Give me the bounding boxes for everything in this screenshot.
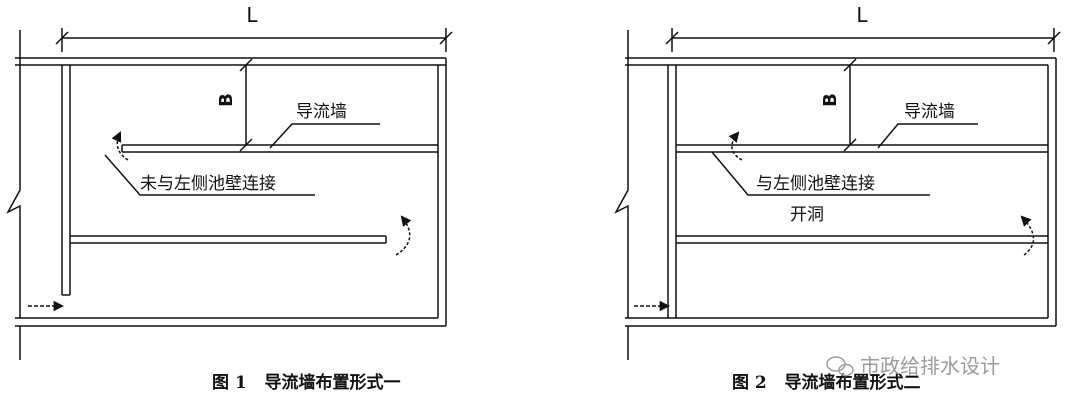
dim-label-l: L: [246, 3, 258, 27]
dim-label-l-2: L: [856, 3, 868, 27]
guide-wall-lower-2: [676, 235, 1048, 244]
wechat-icon: [826, 356, 854, 377]
leader-wall-label-2: [877, 123, 978, 149]
flow-arrow-turn-right: [395, 215, 412, 256]
label-connection: 未与左侧池壁连接: [140, 174, 276, 194]
dimension-line-b: [239, 58, 253, 152]
dimension-line-b-2: [843, 58, 857, 152]
caption-figure-2: 图 2 导流墙布置形式二: [732, 372, 921, 393]
leader-wall-label: [269, 123, 380, 149]
label-guide-wall: 导流墙: [296, 102, 347, 122]
flow-arrow-turn-right-2: [1020, 215, 1035, 256]
figure-2: [614, 28, 1061, 360]
dimension-line-l-2: [665, 28, 1061, 52]
caption-figure-1: 图 1 导流墙布置形式一: [212, 372, 401, 393]
flow-arrow-turn-left: [111, 131, 129, 161]
dim-label-b-2: B: [820, 93, 841, 107]
guide-wall-upper-2: [676, 144, 1048, 153]
tank-walls: [6, 30, 447, 360]
dimension-line-l: [55, 28, 453, 52]
leader-connection-label: [104, 154, 315, 196]
guide-wall-lower: [70, 235, 387, 244]
leader-connection-label-2: [711, 151, 930, 196]
label-guide-wall-2: 导流墙: [904, 102, 955, 122]
dim-label-b: B: [216, 93, 237, 107]
tank-walls-2: [614, 30, 1057, 360]
watermark-text: 市政给排水设计: [860, 354, 1000, 378]
figure-1: [6, 28, 453, 360]
label-connection-2: 与左侧池壁连接: [756, 174, 875, 194]
flow-arrow-turn-left-2: [728, 131, 743, 161]
guide-wall-upper: [121, 144, 438, 153]
label-opening: 开洞: [790, 205, 824, 225]
